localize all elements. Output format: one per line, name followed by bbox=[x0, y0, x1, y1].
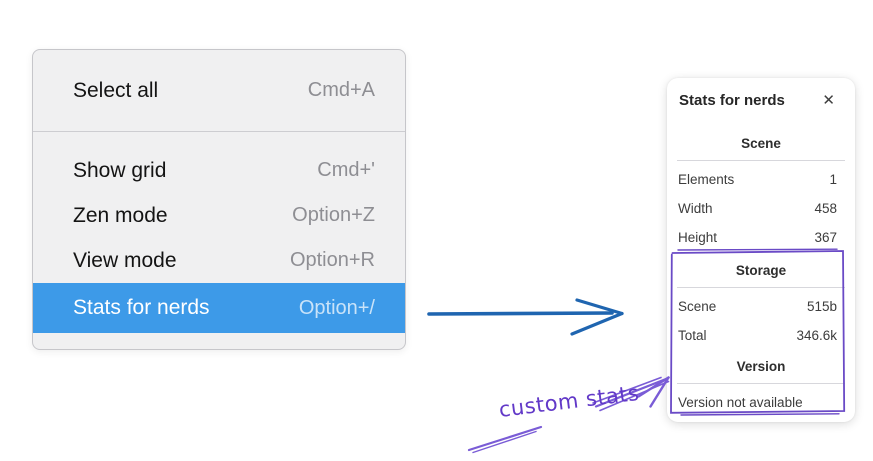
section-divider bbox=[677, 160, 845, 161]
context-menu: Select all Cmd+A Show grid Cmd+' Zen mod… bbox=[32, 49, 406, 350]
close-icon[interactable]: ✕ bbox=[822, 91, 835, 109]
menu-item-shortcut: Cmd+' bbox=[317, 159, 375, 181]
menu-group: Show grid Cmd+' Zen mode Option+Z View m… bbox=[33, 132, 405, 349]
stat-row-total-size: Total 346.6k bbox=[667, 321, 855, 350]
stat-label: Scene bbox=[678, 299, 717, 314]
stats-panel-header: Stats for nerds ✕ bbox=[667, 78, 855, 110]
menu-item-select-all[interactable]: Select all Cmd+A bbox=[33, 50, 405, 131]
menu-item-stats-for-nerds[interactable]: Stats for nerds Option+/ bbox=[33, 283, 405, 333]
menu-item-shortcut: Option+R bbox=[289, 249, 375, 271]
stat-value: 458 bbox=[814, 201, 837, 216]
menu-item-label: Select all bbox=[73, 78, 159, 102]
stat-label: Height bbox=[678, 230, 718, 245]
section-heading-version: Version bbox=[736, 359, 786, 374]
menu-item-shortcut: Option+/ bbox=[298, 296, 375, 319]
stats-panel: Stats for nerds ✕ Scene Elements 1 Width… bbox=[667, 78, 855, 422]
section-heading-storage: Storage bbox=[735, 263, 787, 278]
menu-item-view-mode[interactable]: View mode Option+R bbox=[33, 238, 405, 283]
blue-arrow bbox=[427, 298, 624, 336]
menu-item-label: Stats for nerds bbox=[73, 296, 210, 319]
stat-row-elements: Elements 1 bbox=[667, 165, 855, 194]
stat-row-scene-size: Scene 515b bbox=[667, 292, 855, 321]
version-note: Version not available bbox=[678, 395, 803, 410]
menu-item-shortcut: Option+Z bbox=[292, 204, 375, 226]
stat-value: 367 bbox=[814, 230, 837, 245]
stat-label: Width bbox=[678, 201, 713, 216]
menu-item-label: View mode bbox=[73, 248, 177, 272]
menu-item-zen-mode[interactable]: Zen mode Option+Z bbox=[33, 193, 405, 238]
section-divider bbox=[677, 287, 845, 288]
menu-item-show-grid[interactable]: Show grid Cmd+' bbox=[33, 148, 405, 193]
section-divider bbox=[677, 383, 845, 384]
section-heading-scene: Scene bbox=[741, 136, 781, 151]
stat-label: Total bbox=[678, 328, 707, 343]
stat-row-width: Width 458 bbox=[667, 194, 855, 223]
stat-value: 1 bbox=[829, 172, 837, 187]
menu-divider bbox=[33, 131, 405, 132]
stat-row-height: Height 367 bbox=[667, 223, 855, 252]
stat-value: 346.6k bbox=[796, 328, 837, 343]
menu-item-label: Show grid bbox=[73, 158, 167, 182]
menu-item-label: Zen mode bbox=[73, 203, 168, 227]
custom-stats-annotation-text: custom stats bbox=[497, 380, 641, 422]
stat-label: Elements bbox=[678, 172, 735, 187]
stat-value: 515b bbox=[806, 299, 837, 314]
stats-panel-title: Stats for nerds bbox=[679, 91, 785, 109]
menu-item-shortcut: Cmd+A bbox=[307, 79, 375, 101]
